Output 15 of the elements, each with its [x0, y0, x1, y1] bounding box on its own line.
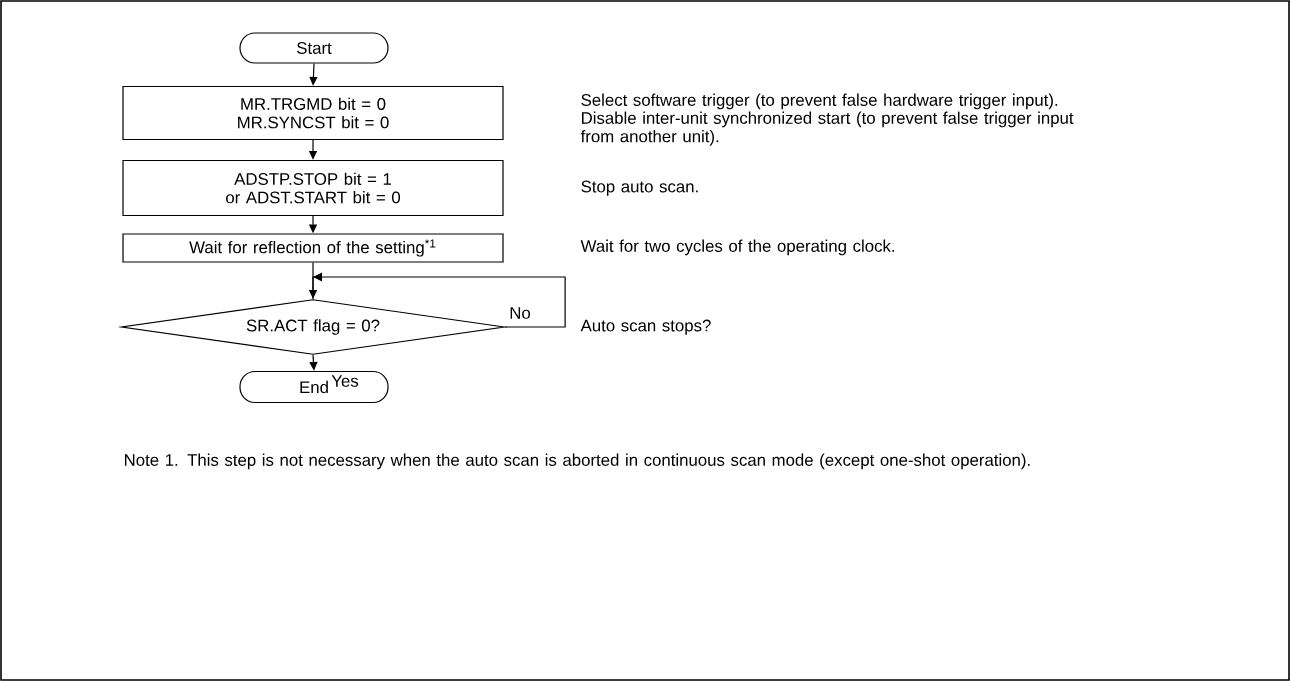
annotation-text: Select software trigger (to prevent false hardware trigger input).: [581, 93, 1058, 110]
edge-label: Yes: [329, 373, 361, 389]
arrow: [309, 354, 318, 371]
annotation-text: Auto scan stops?: [580, 319, 711, 335]
annotation-text: Wait for two cycles of the operating clock.: [580, 239, 894, 256]
process-box: Wait for reflection of the setting$^{*1}$: [122, 233, 504, 263]
note-text: Note 1. This step is not necessary when the auto scan is aborted in continuous scan mode (except one-shot operation).: [125, 453, 1030, 470]
process-box: ADSTP.STOP bit = 1 or ADST.START bit = 0: [122, 159, 504, 217]
process-box: MR.TRGMD bit = 0 MR.SYNCST bit = 0: [122, 85, 504, 141]
annotation-text: Stop auto scan.: [581, 180, 698, 196]
edge-label: No: [507, 305, 533, 321]
annotation-text: Disable inter-unit synchronized start (to prevent false trigger input from another unit).: [580, 111, 1074, 146]
arrow: [312, 272, 566, 328]
terminator-box: Start: [239, 32, 389, 64]
arrow: [309, 63, 318, 86]
